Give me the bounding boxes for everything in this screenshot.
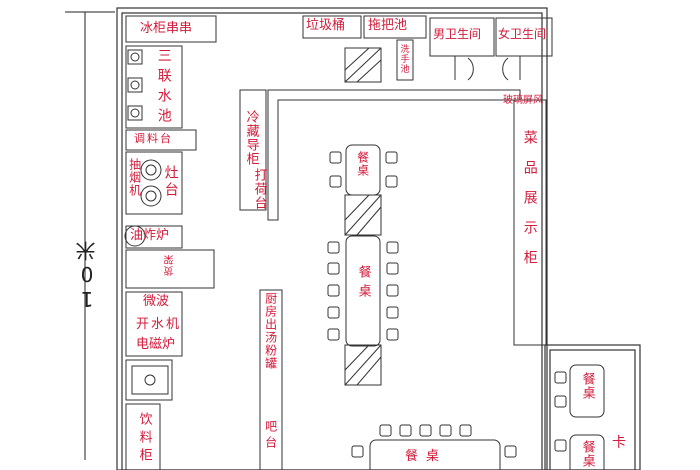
- trash-bin-label: 垃圾桶: [306, 18, 346, 33]
- wash-basin-label: 洗手池: [398, 44, 409, 74]
- ice-cabinet-label: 冰柜串串: [140, 21, 193, 36]
- glass-screen-label: 玻璃屏风: [503, 95, 543, 106]
- packing-counter-label: 打荷台: [251, 168, 267, 210]
- mop-sink-label: 拖把池: [368, 18, 408, 33]
- triple-sink-label: 三联水池: [155, 48, 172, 128]
- cold-storage-label: 冷藏导柜: [243, 110, 259, 166]
- dimension-label: 10米: [75, 240, 99, 311]
- induction-cooker-label: 电磁炉: [136, 337, 176, 352]
- outer-walls: [116, 7, 641, 470]
- drinks-cabinet-label: 饮料柜: [136, 412, 152, 466]
- stove-label: 灶台: [162, 165, 179, 199]
- dish-display-label: 菜品展示柜: [521, 130, 538, 280]
- dining-table-label-1: 餐桌: [355, 151, 370, 177]
- mens-restroom-label: 男卫生间: [433, 27, 482, 41]
- dining-table-label-2: 餐桌: [355, 265, 371, 303]
- left-counters: [124, 45, 215, 470]
- seasoning-counter-label: 调料台: [134, 132, 173, 145]
- hatched-blocks: [344, 47, 382, 386]
- top-fixtures: [125, 15, 553, 81]
- fryer-label: 油炸炉: [130, 228, 170, 243]
- booth-label: 卡: [612, 435, 626, 451]
- dimension-line: [65, 11, 115, 460]
- dining-tables: [327, 144, 605, 470]
- kitchen-serving-label: 厨房出汤粉罐: [263, 292, 278, 370]
- shelf-label: 货架: [165, 254, 176, 276]
- dining-table-label-5: 餐桌: [405, 449, 448, 464]
- dining-table-label-4: 餐桌: [579, 440, 595, 468]
- bar-label: 吧台: [263, 420, 278, 452]
- microwave-label: 微波: [143, 294, 170, 309]
- range-hood-label: 抽烟机: [127, 158, 142, 197]
- partitions: [239, 89, 547, 470]
- womens-restroom-label: 女卫生间: [498, 27, 547, 41]
- water-boiler-label: 开水机: [136, 317, 182, 332]
- dining-table-label-3: 餐桌: [579, 372, 595, 400]
